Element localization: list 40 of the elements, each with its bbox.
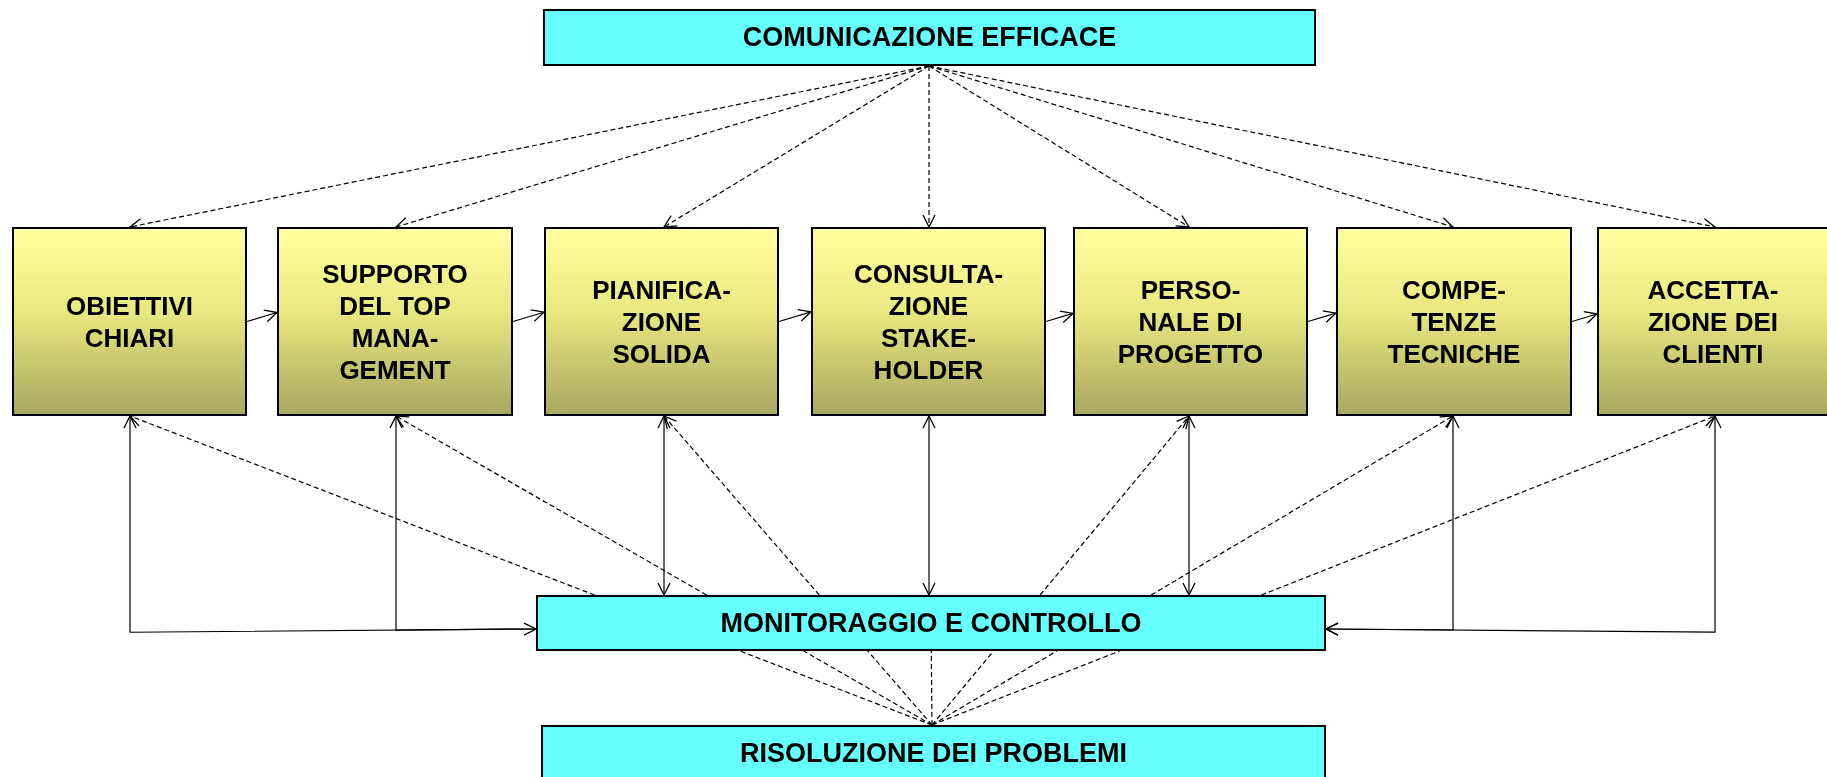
arrow <box>512 309 545 323</box>
process-box <box>1336 227 1572 416</box>
dashed-arrow <box>928 65 1190 228</box>
arrow <box>1045 310 1074 324</box>
box-label: OBIETTIVI CHIARI <box>64 289 195 354</box>
process-box <box>541 725 1326 777</box>
process-box <box>536 595 1326 651</box>
process-box <box>277 227 513 416</box>
box-label: COMPE- TENZE TECNICHE <box>1386 273 1522 370</box>
arrow <box>778 308 812 323</box>
arrow <box>922 415 936 596</box>
box-label: RISOLUZIONE DEI PROBLEMI <box>740 737 1127 769</box>
box-label: PERSO- NALE DI PROGETTO <box>1116 273 1265 370</box>
arrow <box>1307 310 1337 323</box>
box-label: COMUNICAZIONE EFFICACE <box>742 22 1117 53</box>
process-box <box>1073 227 1308 416</box>
arrow <box>657 415 671 596</box>
box-label: PIANIFICA- ZIONE SOLIDA <box>591 273 732 370</box>
dashed-arrow <box>922 65 936 228</box>
arrow <box>1571 311 1598 324</box>
arrow <box>389 415 537 636</box>
dashed-arrow <box>129 414 596 596</box>
arrow <box>246 309 278 323</box>
box-label: SUPPORTO DEL TOP MANA- GEMENT <box>321 257 469 386</box>
process-box <box>12 227 247 416</box>
header-box <box>543 9 1316 66</box>
box-label: CONSULTA- ZIONE STAKE- HOLDER <box>852 257 1005 386</box>
dashed-arrow <box>663 65 930 228</box>
dashed-arrow <box>1039 415 1190 596</box>
box-label: ACCETTA- ZIONE DEI CLIENTI <box>1646 273 1780 370</box>
dashed-arrow <box>395 415 708 596</box>
arrow <box>1182 415 1196 596</box>
dashed-arrow <box>1150 415 1454 596</box>
process-box <box>1597 227 1827 416</box>
arrow <box>1325 415 1722 636</box>
dashed-arrow <box>663 415 820 596</box>
process-box <box>544 227 779 416</box>
dashed-arrow <box>1260 414 1716 596</box>
box-label: MONITORAGGIO E CONTROLLO <box>720 607 1142 639</box>
process-box <box>811 227 1046 416</box>
